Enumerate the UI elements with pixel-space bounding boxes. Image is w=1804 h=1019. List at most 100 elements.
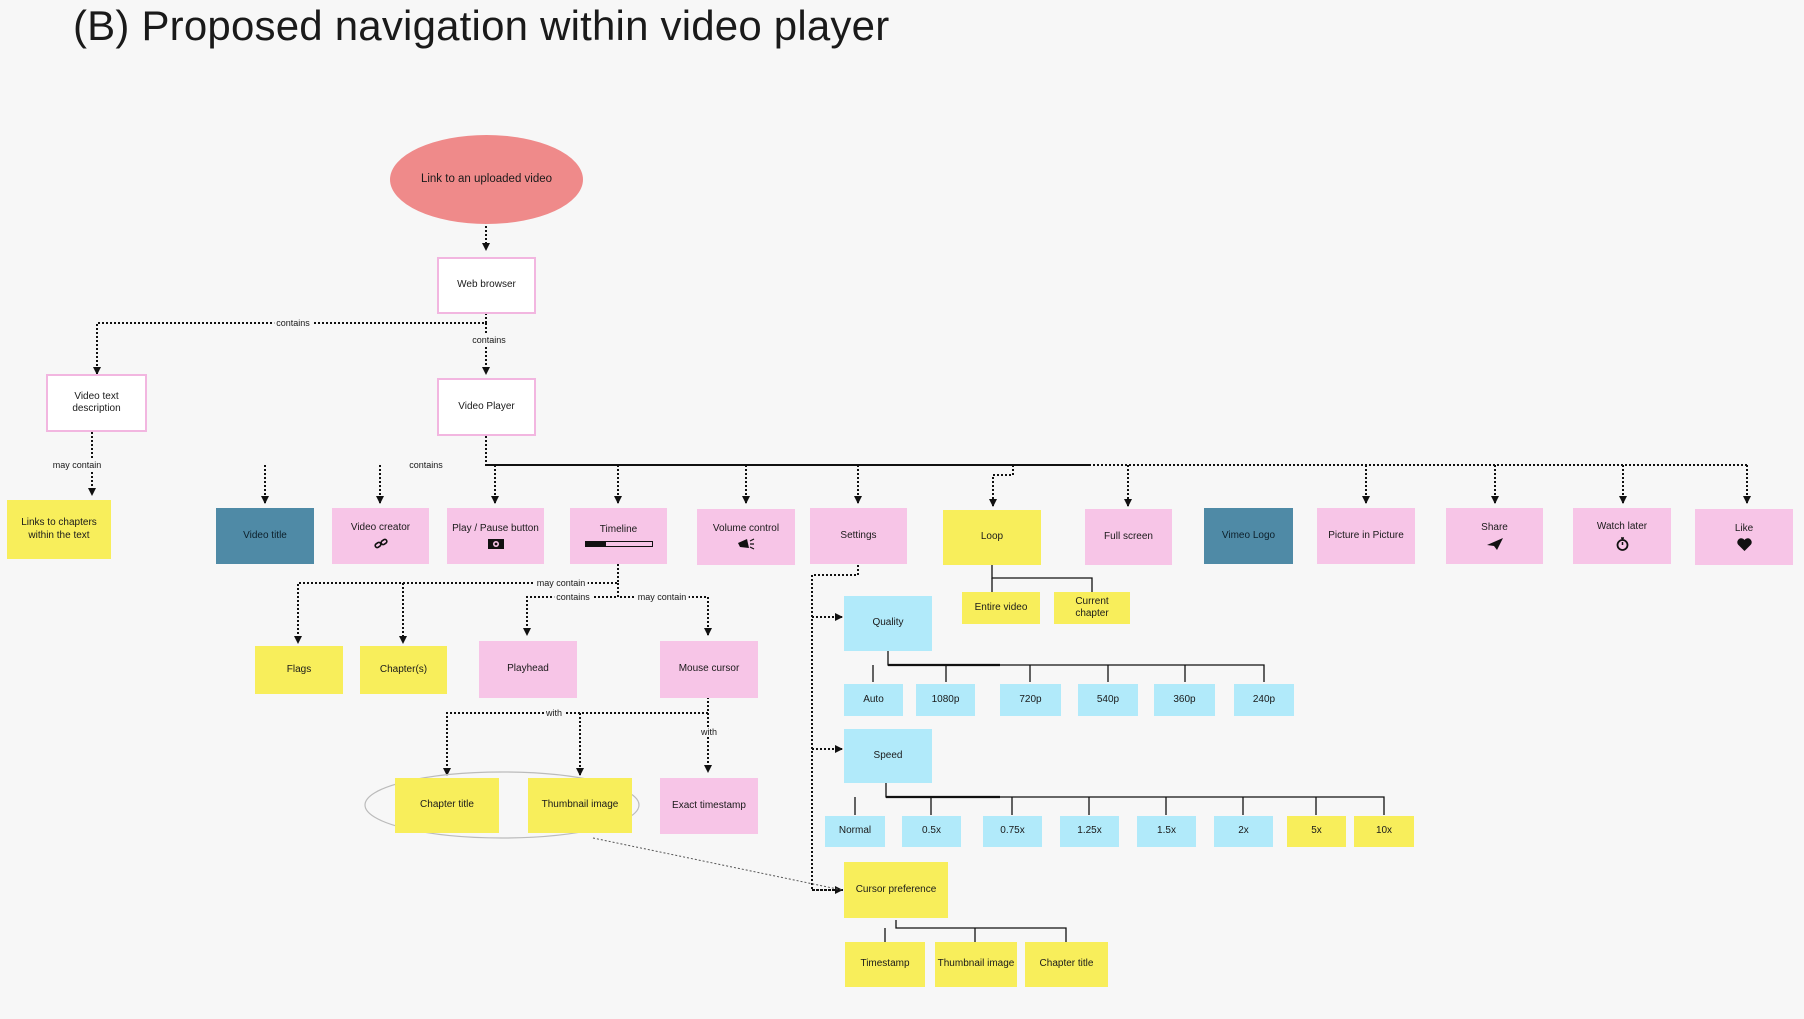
playhead-node: Playhead — [479, 641, 577, 698]
vimeo-logo-node: Vimeo Logo — [1204, 508, 1293, 564]
node-label: 720p — [1019, 693, 1042, 705]
node-label: Video Player — [458, 400, 515, 412]
progress-bar-icon — [584, 540, 653, 547]
node-label: Link to an uploaded video — [420, 173, 553, 186]
link-icon — [373, 538, 388, 549]
node-label: Chapter(s) — [379, 663, 428, 675]
speed-1-5x-node: 1.5x — [1137, 816, 1196, 847]
node-label: Volume control — [712, 522, 780, 534]
node-label: Watch later — [1596, 521, 1648, 533]
share-node: Share — [1446, 508, 1543, 564]
edge-label: contains — [470, 335, 508, 345]
node-label: Chapter title — [420, 799, 474, 811]
speed-normal-node: Normal — [825, 816, 885, 847]
node-label: Links to chapters within the text — [21, 517, 97, 541]
volume-control-node: Volume control — [697, 509, 795, 565]
node-label: Play / Pause button — [452, 522, 539, 534]
page-title: (B) Proposed navigation within video pla… — [73, 2, 890, 49]
loop-node: Loop — [943, 510, 1041, 565]
quality-node: Quality — [844, 596, 932, 651]
node-label: Like — [1734, 522, 1754, 534]
cursor-preference-node: Cursor preference — [844, 862, 948, 918]
node-label: Settings — [840, 529, 877, 541]
picture-in-picture-node: Picture in Picture — [1317, 508, 1415, 564]
mouse-cursor-node: Mouse cursor — [660, 641, 758, 698]
watch-later-node: Watch later — [1573, 508, 1671, 564]
edge-label: contains — [407, 460, 445, 470]
edge-label: with — [543, 708, 565, 718]
play-pause-node: Play / Pause button — [447, 508, 544, 564]
camera-icon — [487, 539, 504, 550]
megaphone-icon — [738, 538, 755, 550]
node-label: Video title — [243, 529, 287, 541]
node-label: Timestamp — [860, 958, 910, 970]
speed-2x-node: 2x — [1214, 816, 1273, 847]
node-label: 10x — [1375, 825, 1393, 837]
video-creator-node: Video creator — [332, 508, 429, 564]
node-label: Vimeo Logo — [1221, 529, 1276, 541]
full-screen-node: Full screen — [1085, 509, 1172, 565]
node-label: 1.25x — [1077, 825, 1102, 837]
node-label: Video creator — [350, 522, 411, 534]
quality-240p-node: 240p — [1234, 684, 1294, 716]
entire-video-node: Entire video — [962, 592, 1040, 624]
current-chapter-node: Current chapter — [1054, 592, 1130, 624]
quality-720p-node: 720p — [1000, 684, 1061, 716]
heart-icon — [1736, 538, 1752, 552]
node-label: Share — [1481, 522, 1508, 534]
speed-1-25x-node: 1.25x — [1060, 816, 1119, 847]
flags-node: Flags — [255, 646, 343, 694]
uploaded-video-link-node: Link to an uploaded video — [390, 135, 583, 224]
edge-label: contains — [274, 318, 312, 328]
node-label: Chapter title — [1039, 958, 1094, 970]
chapter-title-node: Chapter title — [395, 778, 499, 833]
node-label: 1080p — [931, 693, 960, 705]
quality-540p-node: 540p — [1078, 684, 1138, 716]
node-label: 1.5x — [1157, 825, 1176, 837]
edge-label: may contain — [534, 578, 588, 588]
node-label: Web browser — [457, 279, 516, 291]
node-label: 2x — [1238, 825, 1249, 837]
node-label: Loop — [980, 531, 1004, 543]
node-label: Timeline — [599, 524, 638, 536]
thumbnail-image-node: Thumbnail image — [528, 778, 632, 833]
node-label: Speed — [873, 749, 903, 761]
cursor-pref-chapter-title-node: Chapter title — [1025, 942, 1108, 987]
node-label: Mouse cursor — [678, 663, 740, 675]
quality-360p-node: 360p — [1154, 684, 1215, 716]
speed-0-5x-node: 0.5x — [902, 816, 961, 847]
node-label: 360p — [1173, 693, 1196, 705]
node-label: Flags — [286, 663, 312, 675]
web-browser-node: Web browser — [437, 257, 536, 314]
links-to-chapters-node: Links to chapters within the text — [7, 500, 111, 559]
node-label: 0.5x — [922, 825, 941, 837]
node-label: Thumbnail image — [937, 958, 1015, 970]
node-label: 240p — [1252, 693, 1276, 705]
video-player-node: Video Player — [437, 378, 536, 436]
node-label: Picture in Picture — [1328, 529, 1404, 541]
video-title-node: Video title — [216, 508, 314, 564]
quality-1080p-node: 1080p — [916, 684, 975, 716]
node-label: Auto — [863, 693, 884, 705]
speed-node: Speed — [844, 729, 932, 783]
settings-node: Settings — [810, 508, 907, 564]
edge-label: with — [698, 727, 720, 737]
edge-label: may contain — [635, 592, 689, 602]
edge-label: may contain — [50, 460, 104, 470]
node-label: Exact timestamp — [672, 799, 746, 811]
exact-timestamp-node: Exact timestamp — [660, 778, 758, 834]
like-node: Like — [1695, 509, 1793, 565]
speed-0-75x-node: 0.75x — [983, 816, 1042, 847]
node-label: 540p — [1096, 693, 1120, 705]
cursor-pref-thumbnail-node: Thumbnail image — [935, 942, 1017, 987]
cursor-pref-timestamp-node: Timestamp — [845, 942, 925, 987]
node-label: Video text description — [72, 390, 121, 415]
node-label: Playhead — [507, 663, 549, 675]
speed-10x-node: 10x — [1354, 816, 1414, 847]
edge-label: contains — [554, 592, 592, 602]
node-label: Quality — [872, 617, 904, 629]
quality-auto-node: Auto — [844, 684, 903, 716]
speed-5x-node: 5x — [1287, 816, 1346, 847]
node-label: 5x — [1311, 825, 1322, 837]
